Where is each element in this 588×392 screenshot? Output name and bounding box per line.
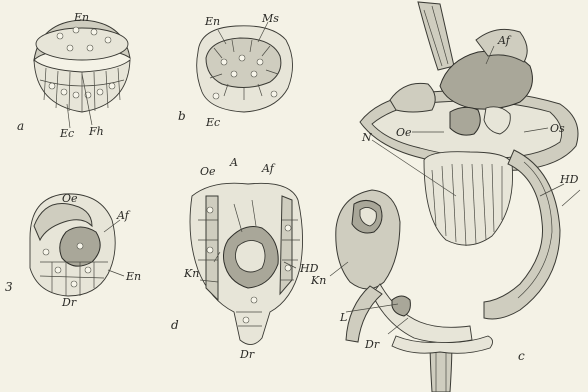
panel-d-label-dr: Dr [239,348,255,361]
panel-c-label-af: Af [497,34,512,47]
panel-c-label-os: Os [550,122,565,135]
panel-c-label-kn: Kn [310,274,326,287]
panel-c-letter: c [518,349,525,363]
panel-b-label-ms: Ms [261,12,279,25]
panel-b-letter: b [178,109,186,123]
panel-3-drawing [30,194,124,296]
panel-a-label-fh: Fh [88,125,104,138]
panel-d-letter: d [171,318,179,332]
panel-c-label-dr: Dr [364,338,380,351]
panel-3-label-oe: Oe [62,192,78,205]
panel-c-label-l: L [339,311,347,324]
panel-b-label-en: En [204,15,220,28]
panel-d-label-oe: Oe [200,165,216,178]
panel-a-drawing [34,20,130,128]
panel-b-drawing [197,22,293,112]
panel-a-label-ec: Ec [59,127,74,140]
panel-d-drawing [190,183,303,344]
panel-c-drawing [330,2,580,392]
panel-d-label-kn: Kn [183,267,199,280]
panel-c-label-hd: HD [559,173,579,186]
panel-c-label-oe: Oe [396,126,412,139]
panel-3-letter: 3 [5,280,13,294]
panel-d-label-a: A [229,156,238,169]
panel-d-label-af: Af [261,162,276,175]
panel-b-label-ec: Ec [205,116,220,129]
panel-a-label-en: En [73,11,89,24]
panel-3-label-en: En [125,270,141,283]
panel-a-letter: a [17,119,24,133]
panel-c-label-n: N [361,131,372,144]
panel-3-label-af: Af [116,209,131,222]
panel-3-label-dr: Dr [61,296,77,309]
